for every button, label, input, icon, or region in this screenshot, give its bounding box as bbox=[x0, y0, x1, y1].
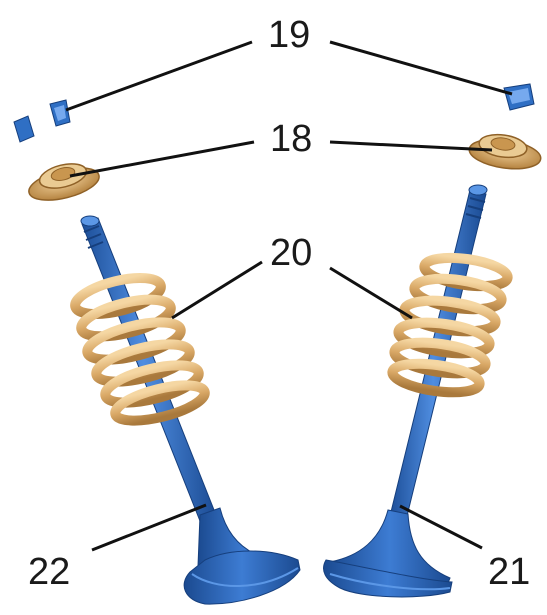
leader-19-right bbox=[329, 40, 513, 96]
leader-lines bbox=[65, 40, 513, 552]
left-spring-retainer bbox=[28, 163, 100, 201]
left-valve-head bbox=[183, 550, 301, 605]
left-valve-spring bbox=[70, 272, 210, 426]
callout-19: 19 bbox=[268, 14, 311, 56]
leader-22 bbox=[91, 503, 207, 552]
leader-19-left bbox=[65, 40, 253, 112]
leader-21 bbox=[399, 504, 483, 550]
callout-21: 21 bbox=[488, 551, 531, 593]
callout-20: 20 bbox=[270, 232, 313, 274]
right-valve-keeper bbox=[503, 83, 535, 111]
leader-20-left bbox=[171, 260, 263, 320]
right-valve-head bbox=[323, 559, 453, 598]
callout-22: 22 bbox=[28, 551, 71, 593]
leader-18-right bbox=[329, 140, 493, 152]
callout-18: 18 bbox=[270, 118, 313, 160]
leader-18-left bbox=[69, 140, 255, 178]
leader-20-right bbox=[329, 266, 413, 320]
left-valve-keepers bbox=[13, 99, 71, 143]
right-spring-retainer bbox=[468, 133, 542, 170]
right-valve-spring bbox=[387, 252, 513, 398]
